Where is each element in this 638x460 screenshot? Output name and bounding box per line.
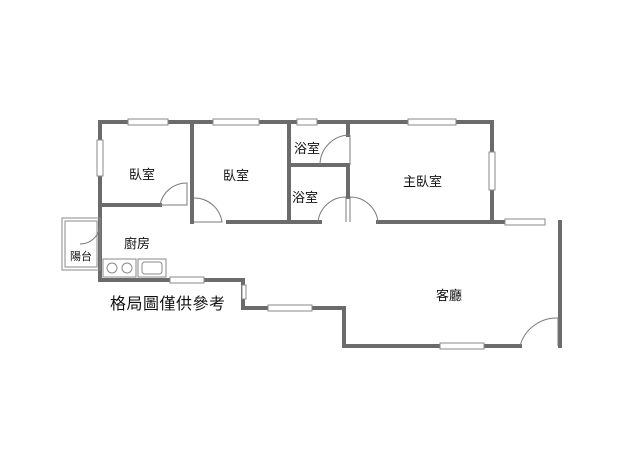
balcony-inner-rect [64,220,98,268]
window [127,118,169,126]
stove [102,258,137,278]
room-label-kitchen: 廚房 [124,237,151,252]
window [96,139,104,177]
window [407,118,457,126]
room-label-living-room: 客廳 [436,289,463,304]
room-label-balcony: 陽台 [70,250,92,263]
balcony-outline [61,217,101,271]
sink-basin [141,261,163,275]
window [504,218,546,226]
disclaimer-note: 格局圖僅供參考 [110,294,226,313]
window [169,276,205,284]
room-label-bedroom-mid: 臥室 [223,169,250,184]
door-bedroom-left [159,182,188,206]
room-label-bathroom-bottom: 浴室 [292,191,319,206]
stove-burner-icon [121,262,133,274]
windows [96,118,546,350]
room-label-master-bedroom: 主臥室 [403,175,443,190]
door-entrance [519,317,559,347]
window [296,118,318,126]
door-bedroom-mid [193,197,223,223]
sink [137,258,167,278]
window [439,342,485,350]
room-label-bedroom-left: 臥室 [129,168,156,183]
kitchen-fixtures [102,258,167,278]
doors [79,134,559,347]
door-bathroom-bottom [317,196,347,223]
window [267,304,313,312]
window [212,118,260,126]
stove-burner-icon [106,262,118,274]
window [241,284,247,300]
door-bathroom-top [319,134,351,166]
door-master [349,196,379,223]
balcony-rect [61,217,101,271]
room-label-bathroom-top: 浴室 [294,142,321,157]
window [488,151,496,191]
